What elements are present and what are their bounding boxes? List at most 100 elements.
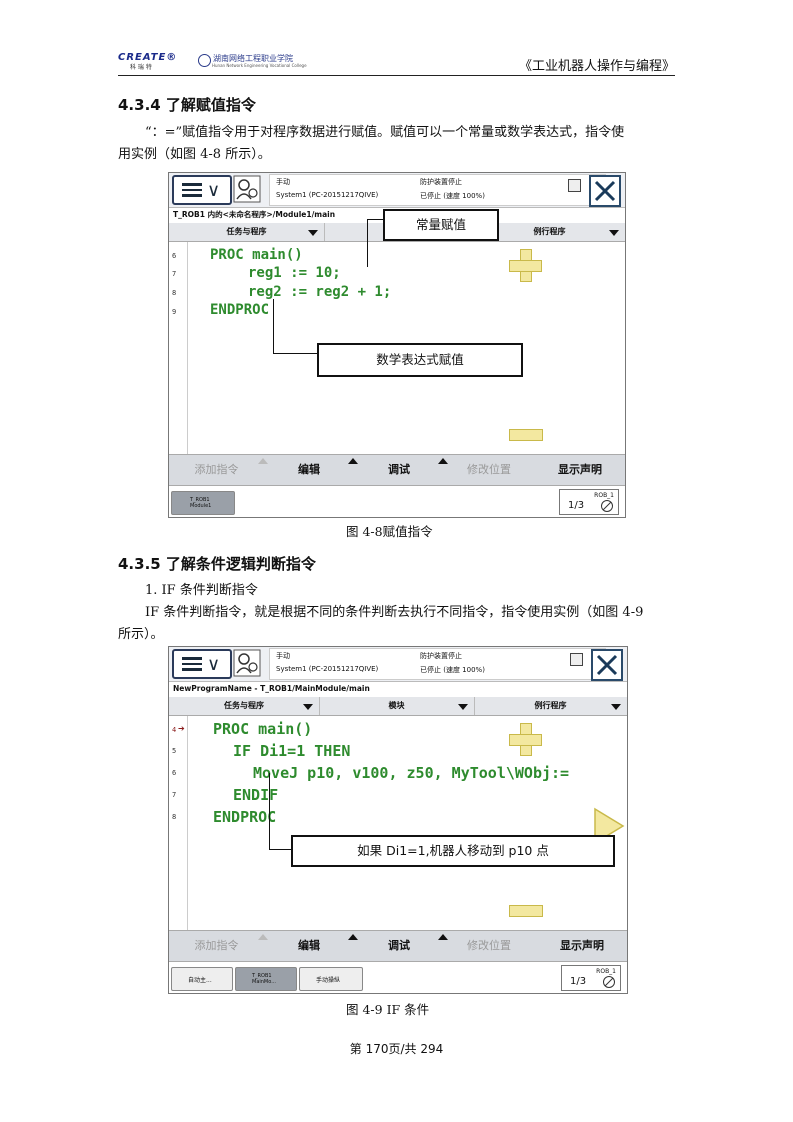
scroll-right-icon[interactable] [593, 807, 627, 845]
chevron-down-icon [308, 230, 318, 236]
task-module[interactable]: T_ROB1 MainMo... [235, 967, 297, 991]
code-line[interactable]: PROC main() [210, 247, 303, 263]
leader-line [269, 849, 291, 850]
task-label: 手动操纵 [316, 977, 341, 984]
editor-bottom-bar: 添加指令 编辑 调试 修改位置 显示声明 [169, 454, 625, 486]
paragraph-434-line1: “：=”赋值指令用于对程序数据进行赋值。赋值可以一个常量或数学表达式，指令使 [145, 125, 625, 140]
speed-icon [603, 976, 615, 988]
section-heading-434: 4.3.4 了解赋值指令 [118, 96, 256, 114]
button-label: 编辑 [298, 463, 320, 476]
taskbar: T_ROB1 Module1 ROB_1 1/3 [169, 489, 625, 517]
show-declarations-button[interactable]: 显示声明 [558, 463, 602, 476]
code-line[interactable]: IF Di1=1 THEN [233, 742, 351, 760]
tab-routines[interactable]: 例行程序 [474, 223, 625, 241]
zoom-in-icon[interactable] [509, 249, 543, 283]
tab-tasks-programs[interactable]: 任务与程序 [169, 697, 320, 715]
main-menu-button[interactable]: ∨ [172, 175, 232, 205]
flexpendant-screenshot-49: ∨ 手动 System1 (PC-20151217QIVE) 防护装置停止 已停… [168, 646, 628, 994]
main-menu-button[interactable]: ∨ [172, 649, 232, 679]
book-title: 《工业机器人操作与编程》 [518, 59, 675, 74]
chevron-up-icon [258, 934, 268, 940]
chevron-down-icon [611, 704, 621, 710]
leader-line [269, 773, 270, 849]
code-line[interactable]: PROC main() [213, 720, 313, 738]
code-line[interactable]: reg2 := reg2 + 1; [248, 284, 392, 300]
leader-line [367, 219, 383, 220]
figure-caption-49: 图 4-9 IF 条件 [346, 1002, 430, 1017]
list-item-1: 1. IF 条件判断指令 [145, 583, 258, 598]
tab-module[interactable]: 模块 [319, 697, 475, 715]
line-number: 6 [172, 252, 177, 260]
header-rule [118, 75, 675, 76]
code-line[interactable]: MoveJ p10, v100, z50, MyTool\WObj:= [253, 764, 570, 782]
add-instruction-button[interactable]: 添加指令 [179, 455, 268, 485]
chevron-up-icon [348, 934, 358, 940]
task-label: T_ROB1 MainMo... [252, 973, 276, 985]
chevron-down-icon [303, 704, 313, 710]
window-icon[interactable] [570, 653, 583, 666]
robot-fraction: 1/3 [568, 500, 585, 511]
user-icon [233, 649, 261, 677]
status-state: 已停止 (速度 100%) [420, 192, 485, 200]
status-mode: 手动 [276, 178, 290, 186]
task-jogging[interactable]: 手动操纵 [299, 967, 363, 991]
robot-status-box[interactable]: ROB_1 1/3 [559, 489, 619, 515]
debug-button[interactable]: 调试 [364, 931, 448, 961]
program-path: T_ROB1 内的<未命名程序>/Module1/main [173, 210, 336, 219]
tab-label: 任务与程序 [224, 701, 264, 710]
robot-status-box[interactable]: ROB_1 1/3 [561, 965, 621, 991]
line-number-gutter: 4 ➔ 5 6 7 8 [169, 716, 188, 934]
flexpendant-screenshot-48: ∨ 手动 System1 (PC-20151217QIVE) 防护装置停止 已停… [168, 172, 626, 518]
section-heading-435: 4.3.5 了解条件逻辑判断指令 [118, 555, 316, 573]
task-auto-production[interactable]: 自动主... [171, 967, 233, 991]
zoom-out-icon[interactable] [509, 429, 543, 441]
tab-label: 例行程序 [534, 701, 567, 710]
chevron-down-icon: ∨ [207, 654, 221, 675]
zoom-out-icon[interactable] [509, 905, 543, 917]
window-icon[interactable] [568, 179, 581, 192]
status-panel: 手动 System1 (PC-20151217QIVE) 防护装置停止 已停止 … [269, 174, 606, 206]
tab-routines[interactable]: 例行程序 [474, 697, 627, 715]
hamburger-icon [182, 657, 202, 671]
status-state: 已停止 (速度 100%) [420, 666, 485, 674]
code-line[interactable]: ENDIF [233, 786, 279, 804]
top-bar: ∨ 手动 System1 (PC-20151217QIVE) 防护装置停止 已停… [169, 647, 627, 682]
show-declarations-button[interactable]: 显示声明 [560, 939, 604, 952]
leader-line [273, 299, 274, 353]
callout-expression-assignment: 数学表达式赋值 [317, 343, 523, 377]
chevron-up-icon [348, 458, 358, 464]
line-number: 8 [172, 289, 177, 297]
add-instruction-button[interactable]: 添加指令 [179, 931, 268, 961]
tab-tasks-programs[interactable]: 任务与程序 [169, 223, 325, 241]
task-module[interactable]: T_ROB1 Module1 [171, 491, 235, 515]
line-number-gutter: 6 7 8 9 [169, 242, 188, 458]
paragraph-435-line1: IF 条件判断指令，就是根据不同的条件判断去执行不同指令，指令使用实例（如图 4… [145, 605, 644, 620]
modify-position-button[interactable]: 修改位置 [467, 939, 511, 952]
robot-label: ROB_1 [596, 968, 616, 975]
status-guard: 防护装置停止 [420, 178, 462, 186]
debug-button[interactable]: 调试 [364, 455, 448, 485]
taskbar: 自动主... T_ROB1 MainMo... 手动操纵 ROB_1 1/3 [169, 965, 627, 993]
close-icon[interactable] [591, 649, 623, 681]
modify-position-button[interactable]: 修改位置 [467, 463, 511, 476]
top-bar: ∨ 手动 System1 (PC-20151217QIVE) 防护装置停止 已停… [169, 173, 625, 208]
button-label: 添加指令 [194, 463, 239, 476]
line-number: 5 [172, 747, 177, 755]
create-logo: CREATE® [118, 52, 178, 63]
editor-tabs: 任务与程序 模块 例行程序 [169, 697, 627, 716]
code-line[interactable]: ENDPROC [213, 808, 277, 826]
code-line[interactable]: ENDPROC [210, 302, 270, 318]
line-number: 6 [172, 769, 177, 777]
close-icon[interactable] [589, 175, 621, 207]
task-label: 自动主... [188, 977, 212, 984]
code-line[interactable]: reg1 := 10; [248, 265, 341, 281]
line-number: 7 [172, 791, 177, 799]
leader-line [273, 353, 317, 354]
zoom-in-icon[interactable] [509, 723, 543, 757]
hamburger-icon [182, 183, 202, 197]
edit-button[interactable]: 编辑 [274, 931, 358, 961]
user-icon [233, 175, 261, 203]
line-number: 4 [172, 726, 177, 734]
line-number: 9 [172, 308, 177, 316]
edit-button[interactable]: 编辑 [274, 455, 358, 485]
